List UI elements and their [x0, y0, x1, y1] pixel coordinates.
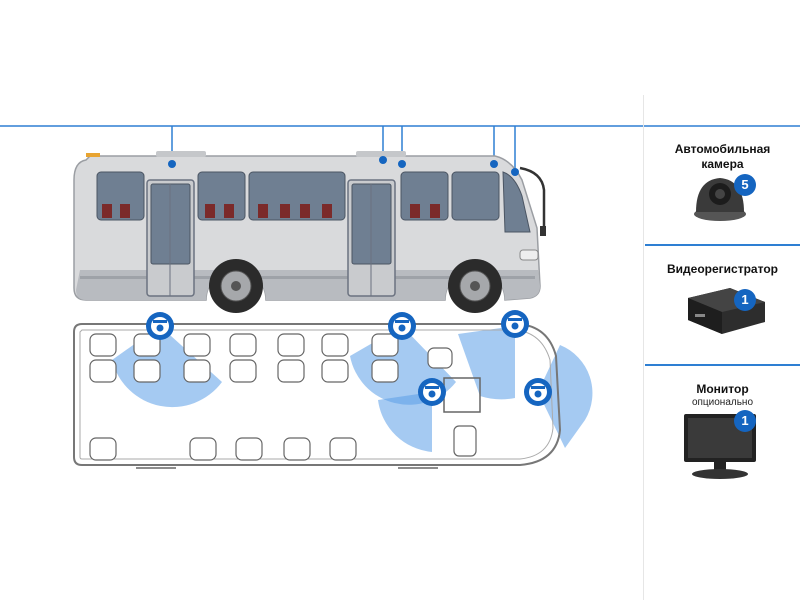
- item-car-camera: Автомобильная камера: [645, 142, 800, 172]
- panel-separator: [645, 364, 800, 366]
- camera-badges-top: [146, 310, 552, 406]
- camera-badge: [418, 378, 446, 406]
- panel-separator: [645, 244, 800, 246]
- dvr-illustration: [688, 288, 765, 334]
- camera-badge: [501, 310, 529, 338]
- camera-marker: [490, 160, 498, 168]
- camera-marker: [168, 160, 176, 168]
- bus-side-view: [73, 151, 546, 313]
- car-camera-illustration: [694, 174, 756, 221]
- panel-divider: [643, 95, 644, 600]
- count-badge: 1: [741, 292, 749, 307]
- camera-marker: [511, 168, 519, 176]
- item-title: Видеорегистратор: [667, 262, 778, 276]
- item-subtitle: опционально: [691, 397, 754, 408]
- item-monitor: Монитор опционально: [645, 382, 800, 409]
- bus-wheels: [209, 259, 502, 313]
- item-title: Автомобильная камера: [674, 142, 771, 171]
- count-badge: 5: [741, 177, 749, 192]
- camera-marker: [398, 160, 406, 168]
- count-badge: 1: [741, 413, 749, 428]
- camera-marker: [379, 156, 387, 164]
- camera-badge: [146, 312, 174, 340]
- bus-top-view: [73, 310, 593, 469]
- camera-badge: [388, 312, 416, 340]
- item-title: Монитор: [696, 382, 749, 396]
- seats: [89, 333, 477, 461]
- item-dvr: Видеорегистратор: [645, 262, 800, 277]
- camera-badge: [524, 378, 552, 406]
- monitor-illustration: [684, 410, 756, 479]
- camera-markers-side: [168, 156, 519, 176]
